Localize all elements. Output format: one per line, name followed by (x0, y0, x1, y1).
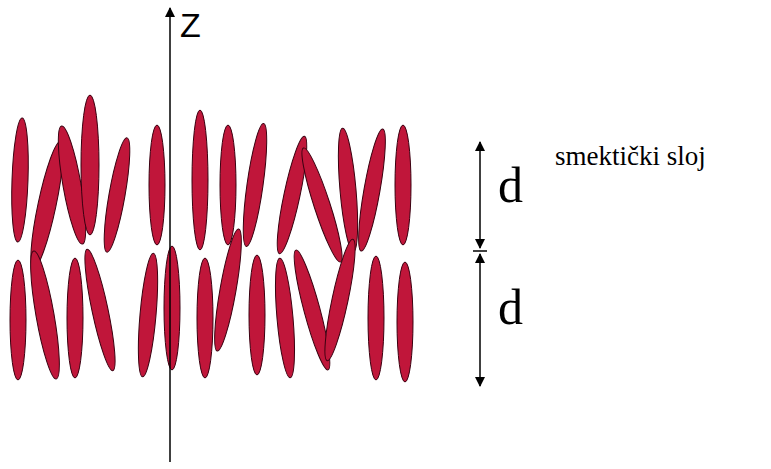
dimension-arrow (479, 195, 481, 248)
dimension-arrow (479, 254, 481, 318)
dimension-arrow (479, 142, 481, 195)
dimension-arrow (479, 318, 481, 386)
molecule-rods (10, 95, 413, 382)
axis-label: Z (180, 8, 201, 42)
dimension-label: d (498, 282, 523, 332)
z-axis (169, 8, 171, 462)
dimension-label: d (498, 160, 523, 210)
dimension-tick (473, 250, 487, 252)
layer-label: smektički sloj (555, 143, 706, 170)
